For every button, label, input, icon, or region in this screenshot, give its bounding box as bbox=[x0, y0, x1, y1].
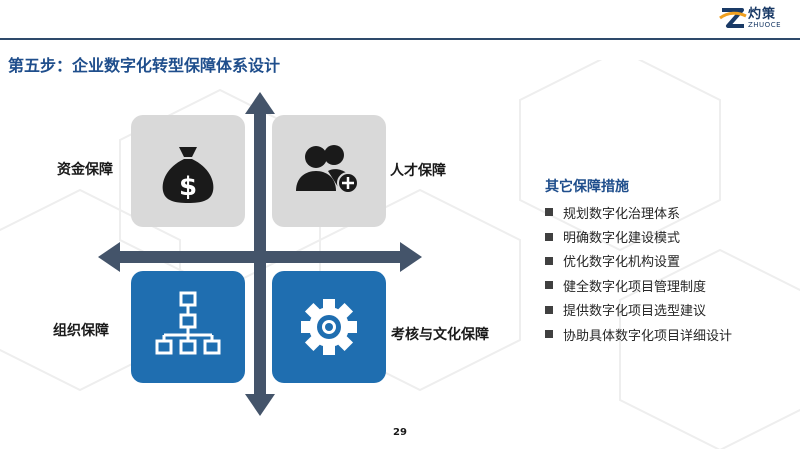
bullet-icon bbox=[545, 281, 553, 290]
people-icon bbox=[296, 145, 359, 194]
talent-label: 人才保障 bbox=[390, 163, 446, 179]
organization-label: 组织保障 bbox=[53, 323, 109, 339]
list-item: 提供数字化项目选型建议 bbox=[545, 298, 732, 322]
culture-label: 考核与文化保障 bbox=[391, 327, 489, 343]
logo-text: 灼策 bbox=[748, 7, 777, 22]
slide-title: 第五步：企业数字化转型保障体系设计 bbox=[8, 56, 281, 75]
bullet-icon bbox=[545, 330, 553, 339]
bullet-icon bbox=[545, 256, 553, 265]
bullet-icon bbox=[545, 232, 553, 241]
money-bag-icon: $ bbox=[162, 147, 214, 203]
talent-tile bbox=[272, 115, 386, 227]
logo-subtext: ZHUOCE bbox=[748, 21, 782, 29]
list-item: 优化数字化机构设置 bbox=[545, 249, 732, 273]
list-item: 协助具体数字化项目详细设计 bbox=[545, 322, 732, 346]
quadrant-axes bbox=[98, 92, 422, 416]
bullet-icon bbox=[545, 305, 553, 314]
other-measures-title: 其它保障措施 bbox=[545, 179, 629, 195]
culture-tile bbox=[272, 271, 386, 383]
org-chart-icon bbox=[155, 291, 221, 355]
header-divider bbox=[0, 38, 800, 40]
zhuoce-logo-icon bbox=[719, 8, 747, 28]
other-measures-list: 规划数字化治理体系 明确数字化建设模式 优化数字化机构设置 健全数字化项目管理制… bbox=[545, 200, 732, 346]
funding-label: 资金保障 bbox=[57, 162, 113, 178]
funding-tile: $ bbox=[131, 115, 245, 227]
svg-text:$: $ bbox=[179, 172, 197, 202]
organization-tile bbox=[131, 271, 245, 383]
list-item: 规划数字化治理体系 bbox=[545, 200, 732, 224]
bullet-icon bbox=[545, 208, 553, 217]
list-item: 健全数字化项目管理制度 bbox=[545, 273, 732, 297]
page-number: 29 bbox=[393, 427, 407, 438]
gear-icon bbox=[301, 299, 357, 355]
list-item: 明确数字化建设模式 bbox=[545, 224, 732, 248]
